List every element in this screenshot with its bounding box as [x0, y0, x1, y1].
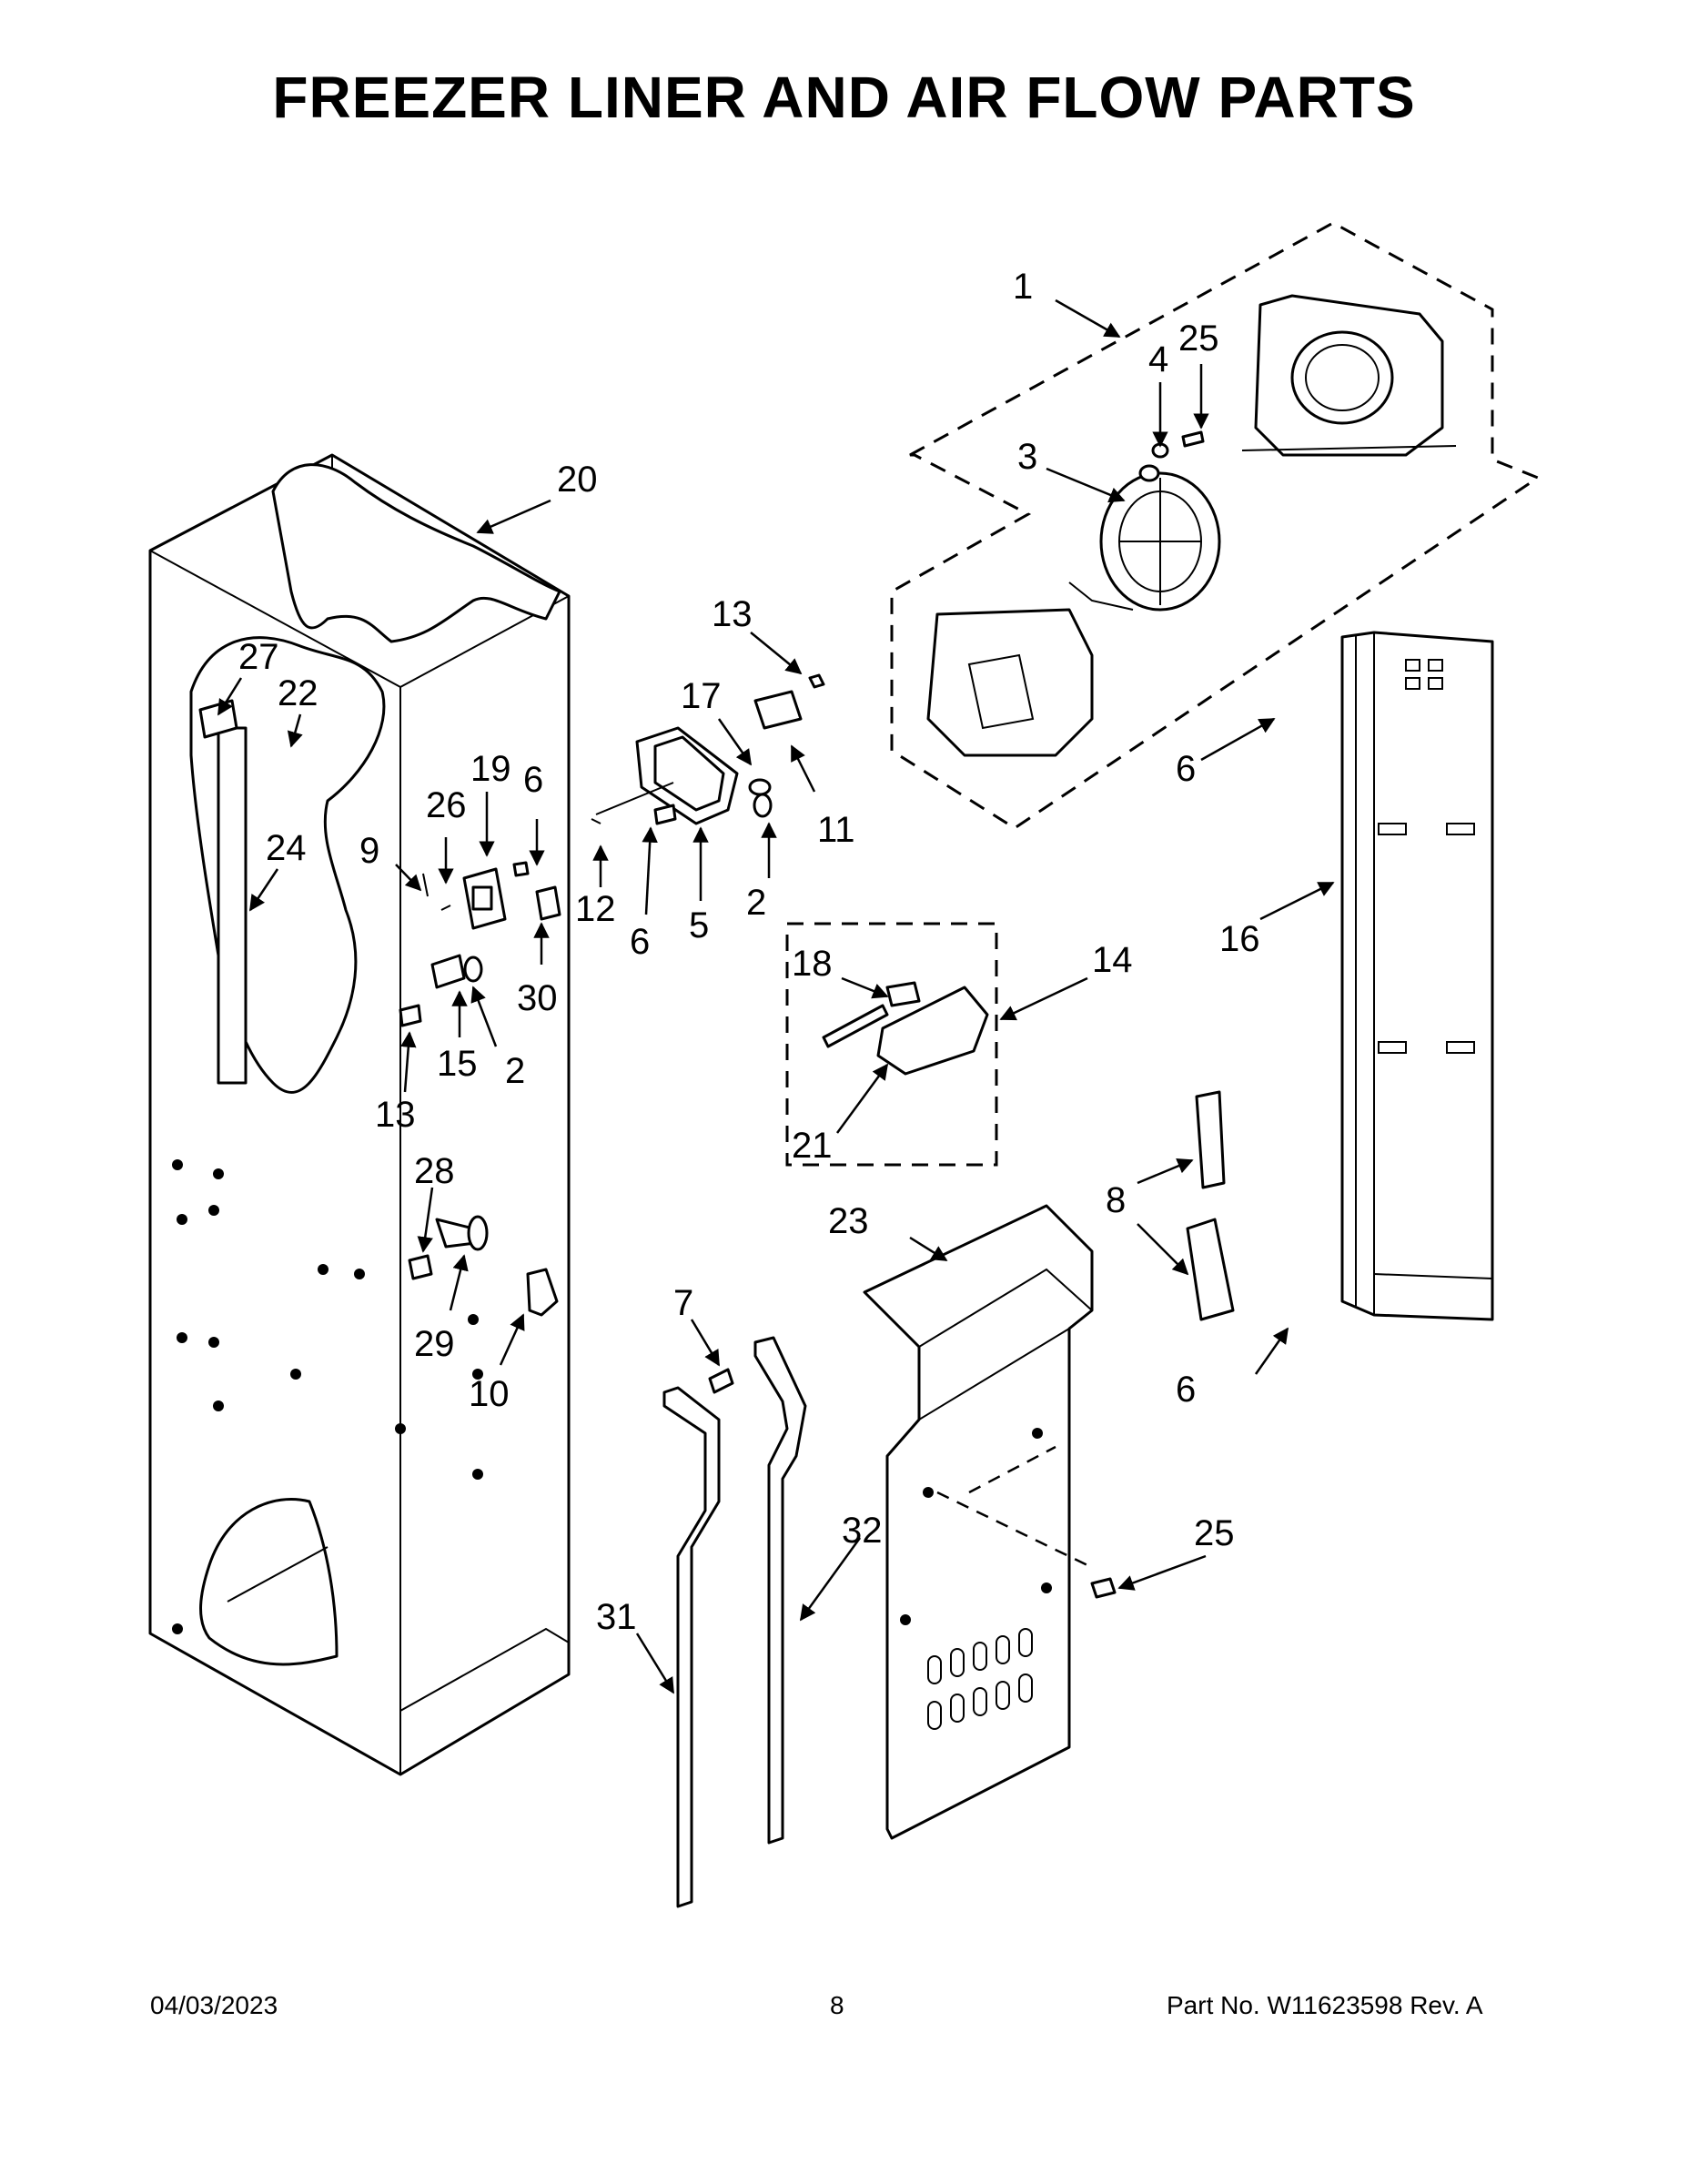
callout-3: 3 [1017, 437, 1037, 477]
callout-29: 29 [414, 1324, 455, 1364]
callout-4: 4 [1148, 339, 1168, 379]
lower-air-duct [863, 1204, 1094, 1840]
callout-27: 27 [238, 637, 279, 677]
callout-30: 30 [517, 978, 558, 1018]
callout-23: 23 [828, 1201, 869, 1241]
seal-31 [662, 1386, 721, 1908]
callout-10: 10 [469, 1374, 510, 1414]
page-title: FREEZER LINER AND AIR FLOW PARTS [272, 65, 1416, 130]
callout-13-top: 13 [712, 594, 753, 634]
screw-7 [708, 1368, 734, 1394]
callout-6-d: 6 [1176, 1370, 1196, 1410]
screw-25-lower [1090, 1577, 1117, 1599]
callout-14: 14 [1092, 940, 1133, 980]
callout-25-top: 25 [1178, 318, 1219, 359]
footer-page-number: 8 [830, 1991, 844, 2019]
thermistor-group-outline [785, 922, 998, 1167]
callout-19: 19 [470, 749, 511, 789]
callout-12: 12 [575, 889, 616, 929]
callout-labels: 1 25 4 3 20 13 17 27 22 19 6 26 9 24 12 … [238, 267, 1260, 1637]
clip-lower [1186, 1218, 1235, 1321]
leader-lines [217, 298, 1335, 1694]
callout-2-b: 2 [505, 1051, 525, 1091]
callout-13-b: 13 [375, 1095, 416, 1135]
callout-15: 15 [437, 1044, 478, 1084]
callout-18: 18 [792, 944, 833, 984]
thermistor-parts [822, 981, 989, 1076]
clip-upper [1195, 1090, 1226, 1189]
small-liner-parts [399, 861, 561, 1317]
callout-9: 9 [359, 831, 379, 871]
callout-5: 5 [689, 905, 709, 945]
callout-2-a: 2 [746, 883, 766, 923]
evaporator-fan-assembly [926, 294, 1457, 757]
footer-date: 04/03/2023 [150, 1991, 278, 2019]
callout-32: 32 [842, 1511, 883, 1551]
callout-20: 20 [557, 460, 598, 500]
callout-16: 16 [1219, 919, 1260, 959]
callout-22: 22 [278, 673, 318, 713]
callout-31: 31 [596, 1597, 637, 1637]
callout-6-c: 6 [1176, 749, 1196, 789]
vent-slots [927, 1628, 1033, 1730]
callout-21: 21 [792, 1126, 833, 1166]
seal-32 [753, 1336, 807, 1845]
callout-11: 11 [817, 810, 855, 850]
footer-part-number: Part No. W11623598 Rev. A [1167, 1991, 1483, 2019]
callout-26: 26 [426, 785, 467, 825]
fan-assembly-outline [890, 221, 1541, 830]
callout-17: 17 [681, 676, 722, 716]
callout-28: 28 [414, 1151, 455, 1191]
callout-1: 1 [1013, 267, 1033, 307]
callout-24: 24 [266, 828, 307, 868]
air-damper-group [591, 673, 825, 825]
callout-25-bottom: 25 [1194, 1513, 1235, 1553]
callout-8: 8 [1106, 1180, 1126, 1220]
callout-6-b: 6 [630, 922, 650, 962]
side-air-duct [1340, 631, 1494, 1321]
callout-6-a: 6 [523, 760, 543, 800]
callout-7: 7 [673, 1283, 693, 1323]
freezer-liner [148, 453, 571, 1776]
